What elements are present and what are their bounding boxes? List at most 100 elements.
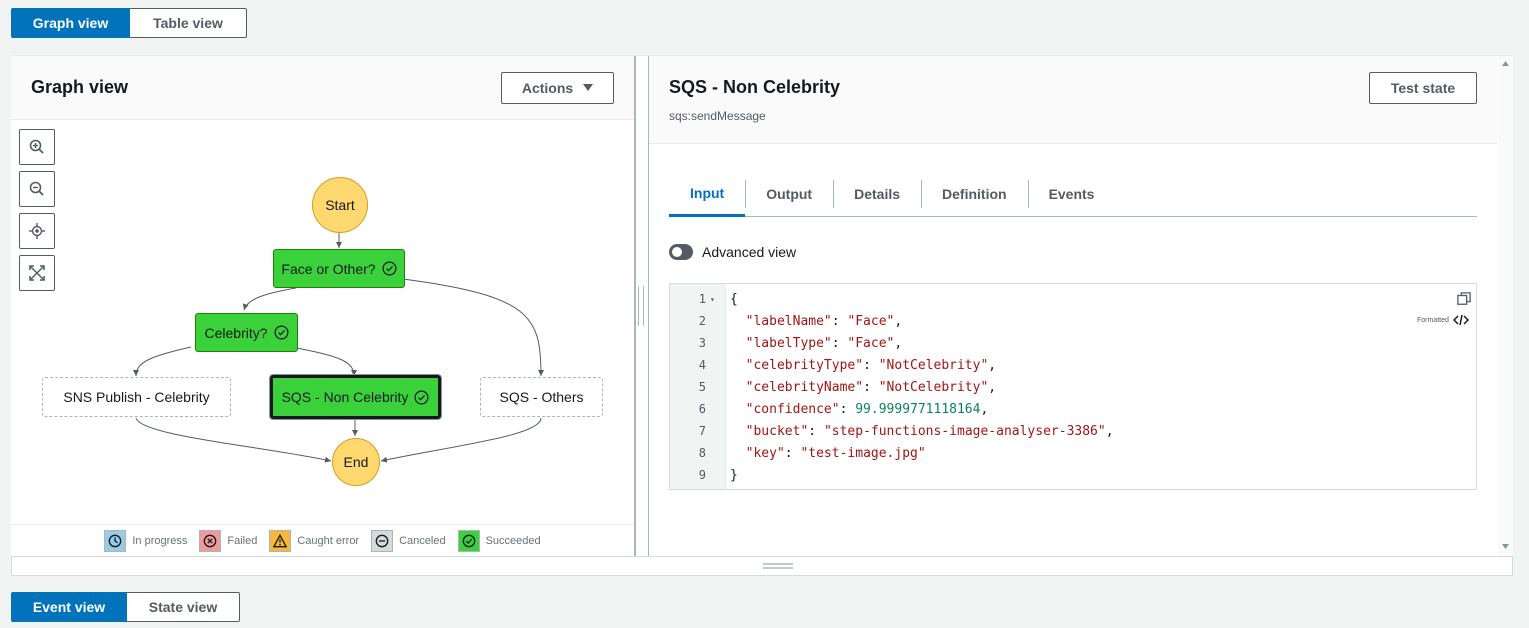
view-toggle: Graph view Table view	[11, 8, 247, 38]
node-sns-publish-label: SNS Publish - Celebrity	[63, 389, 210, 405]
node-end[interactable]: End	[332, 438, 380, 486]
graph-panel-title: Graph view	[31, 77, 129, 97]
fold-caret-icon[interactable]: ▾	[710, 294, 715, 304]
code-line: 8 "key": "test-image.jpg"	[670, 442, 1470, 464]
line-number: 6	[698, 402, 706, 416]
panel-divider-right	[648, 56, 649, 556]
code-line: 5 "celebrityName": "NotCelebrity",	[670, 376, 1470, 398]
legend-swatch-failed	[199, 529, 222, 552]
legend-canceled: Canceled	[371, 529, 446, 552]
actions-label: Actions	[521, 80, 574, 96]
node-start[interactable]: Start	[312, 177, 368, 233]
graph-edges	[133, 233, 544, 463]
legend-failed-label: Failed	[227, 534, 258, 547]
code-line: 1 ▾ {	[670, 288, 1470, 310]
json-value: "NotCelebrity"	[878, 379, 989, 395]
graph-panel-header: Graph view Actions	[11, 56, 634, 120]
panel-scrollbar[interactable]	[1498, 56, 1513, 556]
graph-view-button[interactable]: Graph view	[11, 8, 130, 38]
line-number: 1	[698, 292, 706, 306]
node-sqs-non-celebrity[interactable]: SQS - Non Celebrity	[269, 374, 442, 420]
scroll-down-icon[interactable]	[1502, 544, 1509, 549]
code-text: "labelName": "Face",	[745, 313, 903, 329]
legend-failed: Failed	[199, 529, 258, 552]
node-sqs-others[interactable]: SQS - Others	[480, 377, 603, 417]
tab-events[interactable]: Events	[1027, 172, 1116, 216]
scroll-up-icon[interactable]	[1502, 61, 1509, 66]
tab-definition[interactable]: Definition	[921, 172, 1028, 216]
caret-down-icon	[583, 84, 594, 91]
tab-output[interactable]: Output	[745, 172, 833, 216]
center-button[interactable]	[19, 213, 55, 249]
test-state-button[interactable]: Test state	[1369, 72, 1477, 104]
code-text: "confidence": 99.9999771118164,	[745, 401, 989, 417]
actions-button[interactable]: Actions	[501, 72, 614, 104]
tab-details[interactable]: Details	[833, 172, 921, 216]
format-toggle[interactable]: Formatted	[1417, 314, 1469, 326]
state-view-button[interactable]: State view	[127, 592, 240, 622]
line-number: 8	[698, 446, 706, 460]
node-face-or-other[interactable]: Face or Other?	[273, 249, 405, 288]
formatted-label: Formatted	[1417, 316, 1449, 324]
node-sns-publish-celebrity[interactable]: SNS Publish - Celebrity	[42, 377, 231, 417]
json-key: "key"	[745, 445, 785, 461]
event-state-toggle: Event view State view	[11, 592, 240, 622]
tab-input[interactable]: Input	[669, 172, 746, 217]
advanced-view-label: Advanced view	[702, 244, 797, 260]
zoom-in-icon	[29, 139, 44, 154]
advanced-view-toggle[interactable]	[669, 244, 693, 260]
zoom-out-icon	[29, 181, 44, 196]
legend-canceled-label: Canceled	[399, 534, 446, 547]
code-line: 7 "bucket": "step-functions-image-analys…	[670, 420, 1470, 442]
line-number: 9	[698, 468, 706, 482]
json-key: "labelName"	[745, 313, 832, 329]
json-value: "NotCelebrity"	[878, 357, 989, 373]
zoom-out-button[interactable]	[19, 171, 55, 207]
code-gutter	[670, 284, 726, 489]
code-text: {	[730, 291, 738, 307]
code-text: "key": "test-image.jpg"	[745, 445, 926, 461]
code-icon	[1452, 314, 1469, 326]
legend-swatch-succeeded	[457, 529, 480, 552]
panel-resize-handle[interactable]	[638, 286, 644, 326]
code-line: 3 "labelType": "Face",	[670, 332, 1470, 354]
fit-to-screen-button[interactable]	[19, 255, 55, 291]
line-number: 5	[698, 380, 706, 394]
event-view-button[interactable]: Event view	[11, 592, 127, 622]
legend-succeeded: Succeeded	[457, 529, 541, 552]
check-circle-icon	[274, 325, 289, 340]
legend-swatch-canceled	[371, 529, 394, 552]
clock-icon	[109, 534, 122, 547]
code-line: 2 "labelName": "Face",	[670, 310, 1470, 332]
state-detail-panel: SQS - Non Celebrity sqs:sendMessage Test…	[649, 56, 1497, 556]
graph-panel: Graph view Actions	[11, 56, 634, 556]
table-view-button[interactable]: Table view	[130, 8, 247, 38]
json-key: "labelType"	[745, 335, 832, 351]
zoom-in-button[interactable]	[19, 129, 55, 165]
line-number: 2	[698, 314, 706, 328]
code-text: "celebrityName": "NotCelebrity",	[745, 379, 997, 395]
legend-swatch-caught-error	[269, 529, 292, 552]
check-circle-icon	[414, 390, 429, 404]
panel-divider	[634, 56, 636, 556]
node-start-label: Start	[325, 197, 355, 213]
json-key: "celebrityType"	[745, 357, 864, 373]
node-end-label: End	[343, 454, 369, 470]
copy-icon[interactable]	[1457, 292, 1471, 306]
state-resource-type: sqs:sendMessage	[669, 109, 766, 123]
state-detail-header: SQS - Non Celebrity sqs:sendMessage Test…	[649, 56, 1497, 144]
json-key: "celebrityName"	[745, 379, 864, 395]
vertical-resize-bar[interactable]	[11, 556, 1513, 576]
legend-succeeded-label: Succeeded	[485, 534, 541, 547]
target-icon	[29, 223, 45, 239]
json-value: 99.9999771118164	[855, 401, 981, 417]
node-celebrity[interactable]: Celebrity?	[195, 313, 298, 352]
code-line: 6 "confidence": 99.9999771118164,	[670, 398, 1470, 420]
node-face-or-other-label: Face or Other?	[281, 260, 376, 277]
warning-icon	[273, 533, 288, 547]
legend-in-progress: In progress	[104, 529, 187, 552]
check-circle-icon	[382, 261, 397, 276]
input-code-viewer: 1▾{2 "labelName": "Face",3 "labelType": …	[669, 283, 1477, 490]
line-number: 4	[698, 358, 706, 372]
line-number: 7	[698, 424, 706, 438]
